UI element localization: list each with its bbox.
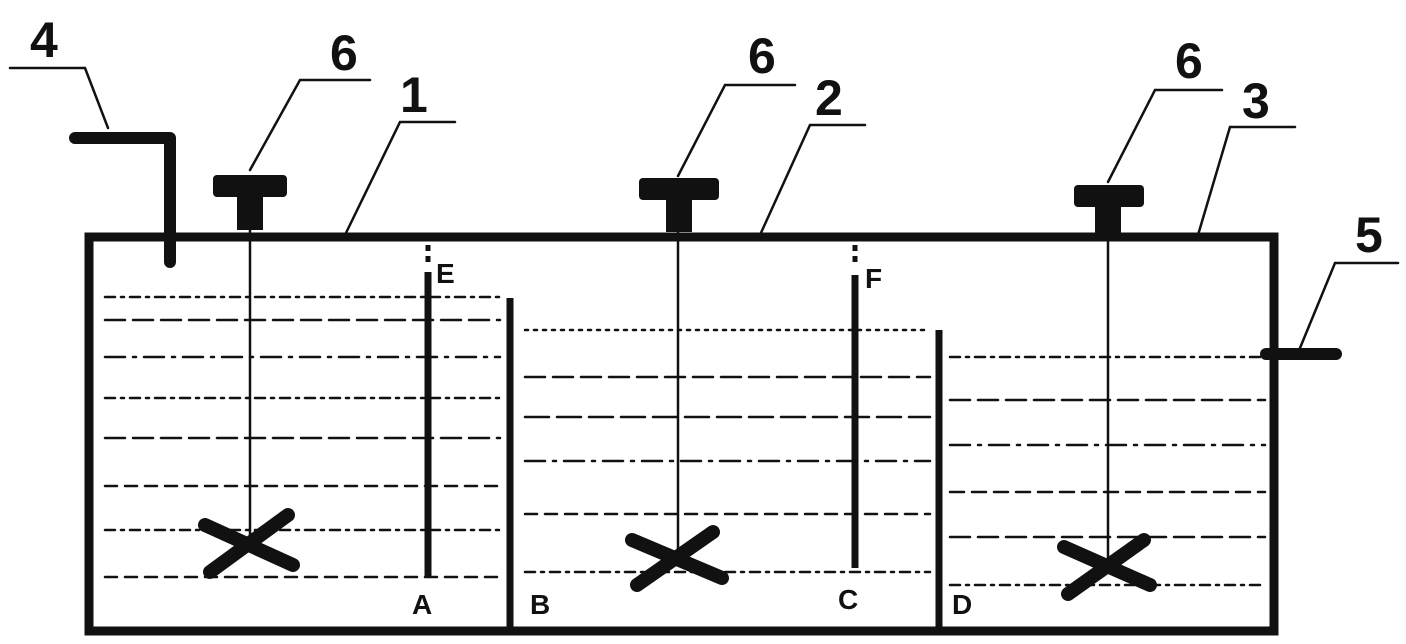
label-6-middle: 6 — [748, 28, 776, 84]
label-6-right: 6 — [1175, 33, 1203, 89]
label-1: 1 — [400, 67, 428, 123]
stirrer-middle — [625, 178, 729, 592]
label-3: 3 — [1242, 73, 1270, 129]
label-f: F — [865, 263, 882, 294]
inlet-pipe — [69, 132, 176, 268]
label-c: C — [838, 584, 858, 615]
label-2: 2 — [815, 70, 843, 126]
stirrer-left — [198, 175, 300, 579]
water-lines-compartment-2 — [523, 328, 932, 574]
tank-outline — [84, 232, 1279, 636]
label-a: A — [412, 589, 432, 620]
label-4: 4 — [30, 12, 58, 68]
stirrer-right — [1057, 185, 1157, 601]
leader-lines — [8, 66, 1400, 350]
water-lines-compartment-1 — [103, 295, 502, 579]
label-5: 5 — [1355, 207, 1383, 263]
label-6-left: 6 — [330, 25, 358, 81]
label-d: D — [952, 589, 972, 620]
label-e: E — [436, 258, 455, 289]
label-b: B — [530, 589, 550, 620]
